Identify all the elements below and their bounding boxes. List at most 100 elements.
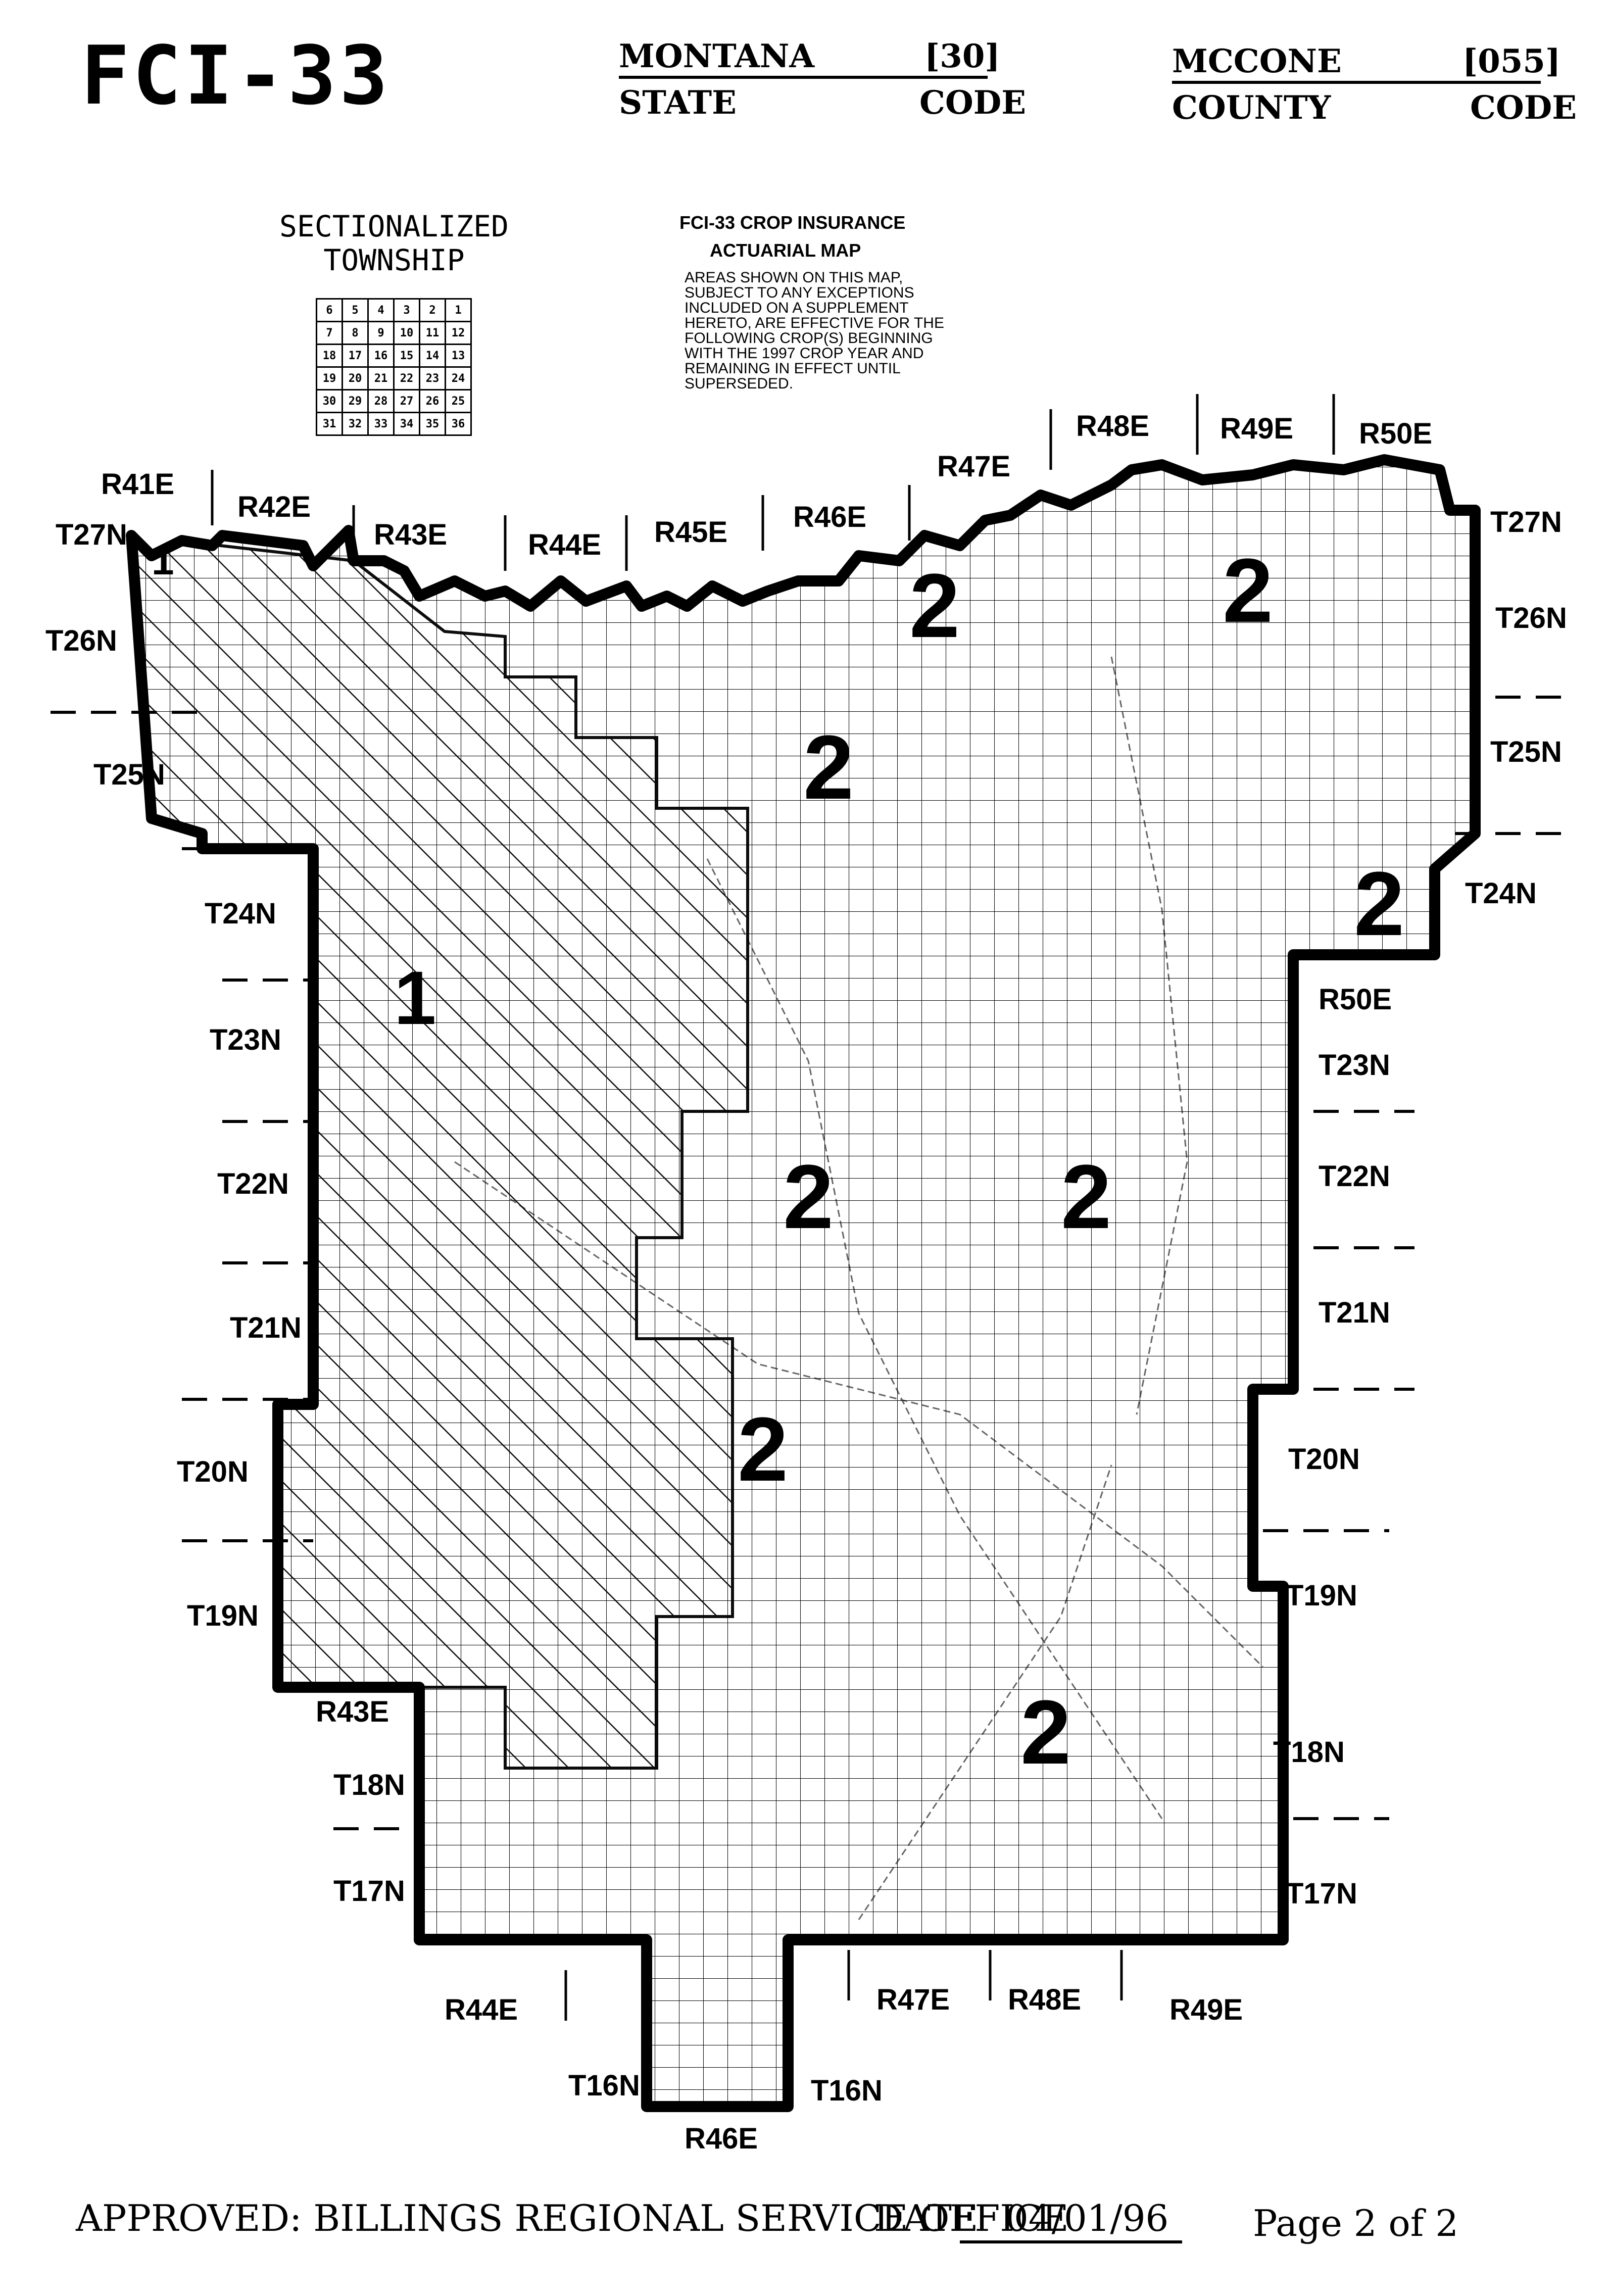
legend-section-number: 2 <box>419 298 446 322</box>
legend-section-number: 19 <box>316 366 343 390</box>
legend-section-number: 26 <box>419 389 446 413</box>
zone-label-2: 2 <box>1223 540 1274 642</box>
range-label: R44E <box>528 528 602 561</box>
actuarial-notice-line: REMAINING IN EFFECT UNTIL <box>685 360 901 377</box>
range-label: R45E <box>654 516 728 549</box>
approval-date: 04/01/96 <box>1005 2197 1169 2239</box>
township-label: T27N <box>1490 506 1562 539</box>
legend-section-number: 28 <box>367 389 395 413</box>
legend-title: SECTIONALIZED TOWNSHIP <box>242 210 546 277</box>
township-label: T22N <box>1319 1160 1390 1193</box>
range-label: R50E <box>1359 417 1433 450</box>
township-label: T23N <box>210 1023 281 1056</box>
range-label: R41E <box>101 468 175 501</box>
legend-section-number: 18 <box>316 344 343 368</box>
map-form-id: FCI-33 <box>81 28 391 123</box>
township-label: T27N <box>56 518 127 551</box>
township-label: T23N <box>1319 1049 1390 1082</box>
township-label: T18N <box>333 1769 405 1801</box>
legend-section-number: 13 <box>445 344 472 368</box>
county-boundary <box>126 454 1481 2112</box>
county-label: COUNTY <box>1172 89 1331 127</box>
legend-section-number: 31 <box>316 412 343 436</box>
date-label: DATE <box>874 2197 979 2239</box>
legend-section-number: 8 <box>341 321 369 345</box>
date-underline <box>960 2240 1182 2243</box>
range-label: R49E <box>1169 1993 1243 2026</box>
range-label: R43E <box>316 1695 389 1728</box>
township-label: T25N <box>93 758 165 791</box>
actuarial-subtitle: ACTUARIAL MAP <box>710 240 861 261</box>
township-label: T19N <box>187 1599 259 1632</box>
legend-section-number: 29 <box>341 389 369 413</box>
legend-section-number: 35 <box>419 412 446 436</box>
legend-section-number: 36 <box>445 412 472 436</box>
legend-section-number: 14 <box>419 344 446 368</box>
range-label: R43E <box>374 518 448 551</box>
legend-section-number: 12 <box>445 321 472 345</box>
range-label: R44E <box>445 1993 518 2026</box>
legend-section-number: 3 <box>393 298 420 322</box>
township-label: T17N <box>1286 1877 1357 1910</box>
range-label: R46E <box>685 2122 758 2155</box>
legend-section-number: 25 <box>445 389 472 413</box>
legend-section-number: 4 <box>367 298 395 322</box>
legend-section-number: 21 <box>367 366 395 390</box>
actuarial-notice-line: HERETO, ARE EFFECTIVE FOR THE <box>685 315 944 331</box>
range-label: R48E <box>1076 410 1150 443</box>
township-label: T18N <box>1273 1736 1345 1769</box>
zone-label-2: 2 <box>783 1146 834 1248</box>
legend-section-number: 5 <box>341 298 369 322</box>
actuarial-notice-line: SUBJECT TO ANY EXCEPTIONS <box>685 284 914 301</box>
zone-label-2: 2 <box>803 717 854 818</box>
township-label: T16N <box>811 2074 883 2107</box>
range-label: R47E <box>876 1983 950 2016</box>
state-code-label: CODE <box>919 84 1026 122</box>
township-label: T17N <box>333 1875 405 1908</box>
actuarial-notice-line: FOLLOWING CROP(S) BEGINNING <box>685 330 933 347</box>
state-code: [30] <box>924 37 1000 75</box>
township-label: T20N <box>1288 1443 1360 1476</box>
township-dividers <box>51 696 1566 1830</box>
county-code-label: CODE <box>1470 89 1577 127</box>
legend-section-number: 9 <box>367 321 395 345</box>
zone-label-2: 2 <box>1061 1146 1112 1248</box>
township-label: T20N <box>177 1455 249 1488</box>
county-name: MCCONE <box>1172 42 1342 80</box>
range-label: R46E <box>793 501 867 533</box>
legend-section-number: 33 <box>367 412 395 436</box>
legend-section-number: 24 <box>445 366 472 390</box>
legend-section-number: 1 <box>445 298 472 322</box>
zone-label-2: 2 <box>738 1399 789 1500</box>
actuarial-title: FCI-33 CROP INSURANCE <box>679 212 906 233</box>
zone-label-1: 1 <box>152 538 174 583</box>
legend-section-number: 11 <box>419 321 446 345</box>
range-label: R50E <box>1319 983 1392 1016</box>
actuarial-notice-line: AREAS SHOWN ON THIS MAP, <box>685 269 903 286</box>
zone-label-2: 2 <box>1354 853 1405 955</box>
zone-label-2: 2 <box>1020 1682 1071 1783</box>
actuarial-notice: AREAS SHOWN ON THIS MAP,SUBJECT TO ANY E… <box>685 270 998 392</box>
township-label: T24N <box>205 897 276 930</box>
range-label: R42E <box>237 491 311 523</box>
legend-section-number: 6 <box>316 298 343 322</box>
legend-title-line2: TOWNSHIP <box>323 242 465 277</box>
page-number: Page 2 of 2 <box>1253 2202 1459 2244</box>
range-label: R49E <box>1220 412 1294 445</box>
legend-section-number: 17 <box>341 344 369 368</box>
township-label: T21N <box>230 1311 302 1344</box>
legend-section-number: 16 <box>367 344 395 368</box>
township-label: T21N <box>1319 1296 1390 1329</box>
legend-section-number: 10 <box>393 321 420 345</box>
township-label: T16N <box>568 2069 640 2102</box>
range-label: R48E <box>1008 1983 1082 2016</box>
legend-section-number: 7 <box>316 321 343 345</box>
county-divider <box>1172 81 1541 84</box>
actuarial-notice-line: INCLUDED ON A SUPPLEMENT <box>685 300 909 316</box>
state-divider <box>619 76 988 79</box>
